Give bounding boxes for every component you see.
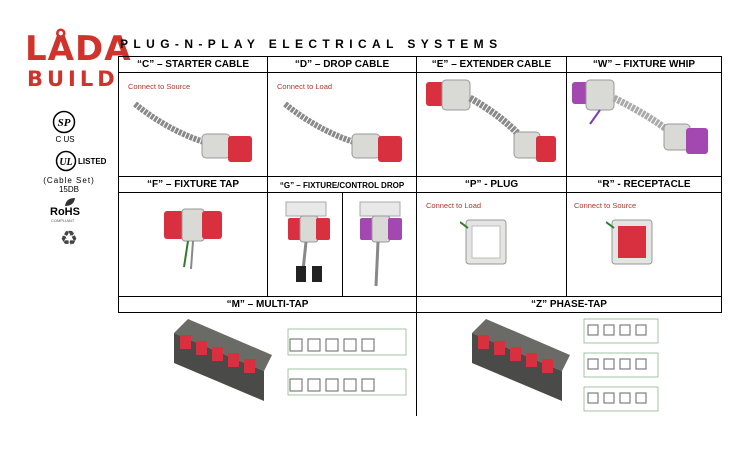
- brand-logo-top: LÅDA: [25, 29, 132, 69]
- note-receptacle: Connect to Source: [574, 201, 637, 210]
- ul-listed-text: LISTED: [78, 157, 107, 166]
- csa-mark: SP: [58, 117, 71, 129]
- grid-line-r1h: [118, 72, 722, 73]
- grid-line-r1b: [118, 176, 722, 177]
- header-fixture-control-drop: “G” – FIXTURE/CONTROL DROP: [279, 181, 405, 190]
- grid-line-r2h: [118, 192, 722, 193]
- grid-line-r2b: [118, 296, 722, 297]
- control-drop-image: [359, 201, 402, 287]
- ul-mark: UL: [59, 157, 72, 168]
- extender-cable-image: [426, 79, 556, 162]
- recycle-icon: ♻: [60, 228, 78, 250]
- header-drop-cable: “D” – DROP CABLE: [294, 59, 390, 70]
- rohs-text: RoHS: [50, 206, 80, 218]
- header-fixture-tap: “F” – FIXTURE TAP: [146, 179, 240, 190]
- grid-line-top: [118, 56, 722, 57]
- rohs-leaf-icon: [65, 198, 75, 206]
- cable-set-text: (Cable Set): [43, 176, 95, 185]
- ul-logo-icon: UL: [55, 150, 77, 172]
- header-extender-cable: “E” – EXTENDER CABLE: [431, 59, 552, 70]
- cable-code-text: 15DB: [58, 185, 79, 194]
- header-starter-cable: “C” – STARTER CABLE: [136, 59, 250, 70]
- csa-country-text: C US: [55, 135, 75, 144]
- csa-logo-icon: SP: [52, 110, 76, 134]
- header-phase-tap: “Z” PHASE-TAP: [531, 299, 607, 310]
- brand-logo-bottom: BUILD: [27, 67, 119, 91]
- grid-line-right: [721, 56, 722, 313]
- grid-line-left: [118, 56, 119, 313]
- grid-line-c3: [566, 56, 567, 296]
- header-fixture-whip: “W” – FIXTURE WHIP: [592, 59, 696, 70]
- header-multi-tap: “M” – MULTI-TAP: [226, 299, 309, 310]
- fixture-tap-image: [164, 208, 222, 270]
- page-title: PLUG-N-PLAY ELECTRICAL SYSTEMS: [120, 37, 503, 51]
- drop-cable-image: [283, 101, 402, 162]
- grid-line-c1: [267, 56, 268, 296]
- fixture-drop-image: [285, 201, 330, 282]
- plug-image: [460, 219, 507, 265]
- header-plug: “P” - PLUG: [464, 179, 519, 190]
- grid-line-c2: [416, 56, 417, 416]
- grid-line-g-split: [342, 192, 343, 296]
- multi-tap-diagram-image: [287, 328, 407, 396]
- receptacle-image: [606, 219, 653, 265]
- fixture-whip-image: [572, 79, 708, 154]
- note-starter-cable: Connect to Source: [128, 82, 191, 91]
- multi-tap-box-image: [174, 319, 272, 401]
- grid-line-r3h: [118, 312, 722, 313]
- note-plug: Connect to Load: [426, 201, 482, 210]
- starter-cable-image: [133, 101, 252, 162]
- rohs-sub-text: COMPLIANT: [51, 218, 75, 223]
- phase-tap-diagram-image: [583, 318, 659, 412]
- header-receptacle: “R” - RECEPTACLE: [597, 179, 691, 190]
- note-drop-cable: Connect to Load: [277, 82, 333, 91]
- phase-tap-box-image: [472, 319, 570, 401]
